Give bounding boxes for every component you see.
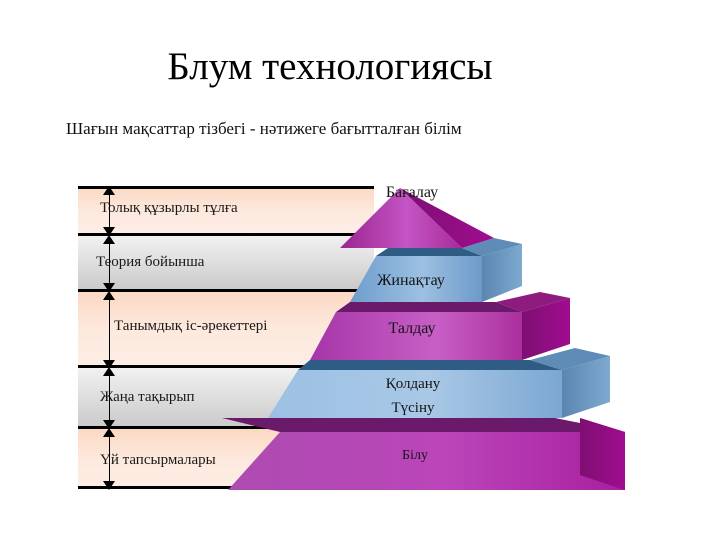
band-label: Танымдық іс-әрекеттері [114,318,268,334]
pyramid-level-taldau-top [336,302,522,312]
pyramid-level-qoldanu-top [298,360,562,370]
pyramid-svg [222,188,625,490]
pyramid-level-qoldanu-bevel [530,348,610,370]
band-rule [78,233,374,236]
pyramid-level-taldau-side [522,298,570,360]
pyramid-level-qoldanu-side [562,356,610,418]
pyramid-level-zhinaqtau-bevel [462,238,522,256]
pyramid-level-zhinaqtau-side [482,244,522,302]
pyramid-level-bilu-side2 [580,418,625,490]
pyramid-label-zhinaqtau: Жинақтау [377,272,445,289]
band-rule [78,365,374,368]
pyramid-level-bilu-face [228,432,625,490]
dimension-arrow-4 [103,367,116,429]
band-tanymdyq-is-areketteri[interactable]: Танымдық іс-әрекеттері [78,291,374,367]
pyramid-level-zhinaqtau-face [350,256,482,302]
pyramid-level-qoldanu-face [268,370,562,418]
pyramid-level-taldau-bevel [496,292,570,312]
dimension-arrow-1 [103,186,116,236]
band-label: Үй тапсырмалары [100,452,216,468]
pyramid-level-zhinaqtau-top [376,248,482,256]
pyramid-level-bagalau-side [400,188,494,248]
dimension-arrow-5 [103,428,116,490]
band-rule [78,289,374,292]
band-tolyq-quzyrly-tulga[interactable]: Толық құзырлы тұлға [78,186,374,235]
band-teoriya-boyynsha[interactable]: Теория бойынша [78,235,374,291]
pyramid-label-bagalau: Бағалау [385,184,439,201]
pyramid-graphic: Бағалау Жинақтау Талдау Қолдану Түсіну Б… [210,180,650,500]
pyramid-label-bilu: Білу [402,448,428,463]
dimension-arrow-3 [103,291,116,369]
page-title: Блум технологиясы [167,45,493,88]
pyramid-level-bilu-top [222,418,625,432]
band-label: Жаңа тақырып [100,389,195,405]
pyramid-label-taldau: Талдау [388,320,436,337]
pyramid-level-taldau-face [310,312,522,360]
band-rule [78,186,374,189]
pyramid-label-qoldanu: Қолдану [385,376,441,392]
band-rule [78,486,374,489]
band-label: Толық құзырлы тұлға [100,200,238,216]
dimension-arrow-2 [103,235,116,292]
band-label: Теория бойынша [96,254,205,270]
pyramid-level-bagalau-face [340,188,462,248]
page-subtitle: Шағын мақсаттар тізбегі - нәтижеге бағыт… [66,119,462,138]
pyramid-label-tusinu: Түсіну [391,400,435,416]
band-rule [78,426,374,429]
